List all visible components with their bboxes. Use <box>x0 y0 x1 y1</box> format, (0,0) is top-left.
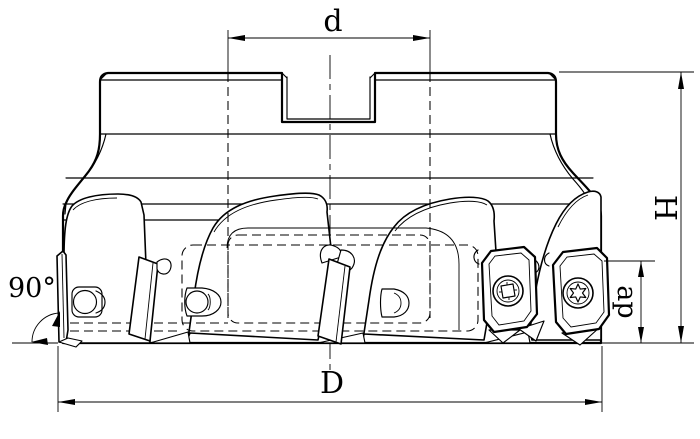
H-arrow-top <box>678 72 684 89</box>
neck-curve-left <box>64 133 107 215</box>
screw-pocket-3 <box>379 288 410 318</box>
angle-label-90: 90° <box>8 273 56 304</box>
hub-corner-chamfer-left <box>99 72 108 81</box>
dim-label-d: d <box>323 4 342 39</box>
insert-3 <box>317 244 355 345</box>
insert-5 <box>543 246 611 346</box>
d-arrow-right <box>413 35 430 41</box>
insert-4 <box>473 245 545 344</box>
insert-4-seat-ear-left <box>473 249 480 265</box>
dim-label-D: D <box>320 366 344 401</box>
insert-2 <box>128 256 172 342</box>
screw-pocket-1 <box>71 286 106 318</box>
angle-arrow-top <box>52 311 60 327</box>
hub-corner-chamfer-right <box>548 72 557 81</box>
screw-pocket-2 <box>184 287 222 317</box>
dim-label-ap: ap <box>611 285 642 318</box>
flute-1-land-line <box>72 197 118 211</box>
D-arrow-left <box>58 399 75 405</box>
flute-3-land-line <box>394 200 488 232</box>
dimension-d: d <box>227 4 431 72</box>
mount-slot <box>281 72 376 120</box>
angle-arc <box>31 312 60 343</box>
dimension-H: H <box>559 71 694 344</box>
d-arrow-left <box>228 35 245 41</box>
flute-2 <box>185 192 332 344</box>
torx-screw-5 <box>562 277 594 309</box>
dimension-D: D <box>57 346 603 412</box>
ap-arrow-top <box>638 261 644 277</box>
flute-2-land-line <box>213 196 319 233</box>
insert-5-seat-ear <box>543 252 550 267</box>
H-arrow-bottom <box>678 326 684 343</box>
insert-1-foot <box>58 337 83 348</box>
angle-90: 90° <box>8 273 60 345</box>
ap-arrow-bottom <box>638 327 644 343</box>
torx-screw-4 <box>492 275 524 307</box>
insert-4-tip-right <box>518 320 545 342</box>
dim-label-H: H <box>647 195 682 221</box>
dimension-ap: ap <box>604 260 655 343</box>
flute-4-land-line <box>557 194 589 228</box>
insert-2-clamp <box>156 258 172 275</box>
angle-arrow-bottom <box>31 338 48 345</box>
D-arrow-right <box>585 399 602 405</box>
pocket-ledge-line <box>226 227 460 330</box>
